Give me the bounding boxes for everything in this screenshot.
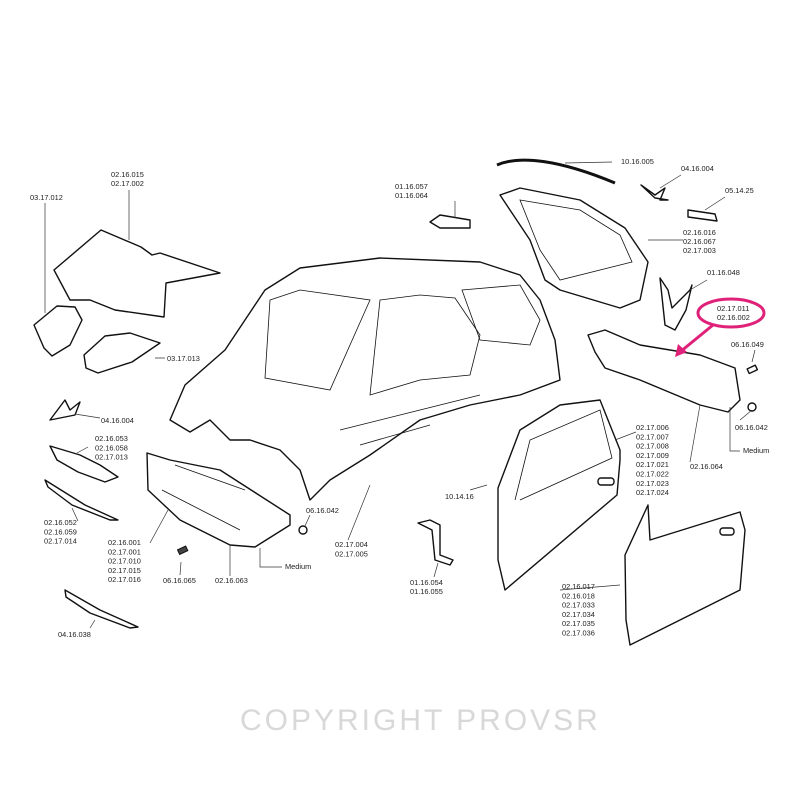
body-shell-part[interactable] (169, 257, 561, 501)
callout-02-16-015[interactable]: 02.16.015 (111, 170, 144, 179)
tailgate-seal-part[interactable] (496, 158, 616, 185)
callout-01-16-057[interactable]: 01.16.057 (395, 182, 428, 191)
front-door-part[interactable] (624, 504, 746, 646)
callout-02-17-014[interactable]: 02.17.014 (44, 537, 77, 546)
callout-02-17-021[interactable]: 02.17.021 (636, 460, 669, 469)
bonnet-liner-part[interactable] (33, 305, 83, 357)
hinge-part[interactable] (429, 214, 471, 229)
callout-02-17-004[interactable]: 02.17.004 (335, 540, 368, 549)
bonnet-part[interactable] (53, 229, 221, 318)
callout-02-17-003[interactable]: 02.17.003 (683, 246, 716, 255)
callout-02-16-059[interactable]: 02.16.059 (44, 527, 77, 536)
rear-bumper-part[interactable] (587, 329, 741, 413)
callout-02-16-058[interactable]: 02.16.058 (95, 443, 128, 452)
front-screw-part[interactable] (176, 545, 189, 556)
callout-02-16-018[interactable]: 02.16.018 (562, 591, 595, 600)
callout-03-17-012[interactable]: 03.17.012 (30, 193, 63, 202)
callout-02-17-005[interactable]: 02.17.005 (335, 549, 368, 558)
callout-02-16-053[interactable]: 02.16.053 (95, 434, 128, 443)
highlight-circle (696, 297, 766, 329)
callout-06-16-042-rear[interactable]: 06.16.042 (735, 423, 768, 432)
callout-02-17-036[interactable]: 02.17.036 (562, 629, 595, 638)
bonnet-liner-small-part[interactable] (83, 332, 161, 374)
callout-01-16-055[interactable]: 01.16.055 (410, 587, 443, 596)
callout-02-16-002[interactable]: 02.16.002 (717, 313, 750, 322)
callout-10-16-005[interactable]: 10.16.005 (621, 157, 654, 166)
lower-grille-part[interactable] (44, 479, 119, 521)
rear-bracket-part[interactable] (659, 277, 693, 331)
callout-04-16-004-front[interactable]: 04.16.004 (101, 416, 134, 425)
grille-mesh-part[interactable] (64, 589, 139, 629)
upper-grille-part[interactable] (49, 445, 119, 483)
front-badge-part (49, 399, 81, 421)
callout-02-16-016[interactable]: 02.16.016 (683, 228, 716, 237)
callout-02-17-035[interactable]: 02.17.035 (562, 619, 595, 628)
callout-medium-front: Medium (285, 562, 311, 571)
highlight-arrow (679, 323, 714, 354)
front-door-callouts: 02.16.017 02.16.018 02.17.033 02.17.034 … (562, 582, 595, 638)
callout-02-17-022[interactable]: 02.17.022 (636, 470, 669, 479)
callout-02-17-034[interactable]: 02.17.034 (562, 610, 595, 619)
tailgate-part[interactable] (499, 187, 649, 309)
callout-02-17-016[interactable]: 02.17.016 (108, 575, 141, 584)
callout-02-17-010[interactable]: 02.17.010 (108, 557, 141, 566)
callout-02-17-015[interactable]: 02.17.015 (108, 566, 141, 575)
callout-04-16-038[interactable]: 04.16.038 (58, 630, 91, 639)
pad-part[interactable] (687, 209, 718, 222)
callout-02-17-001[interactable]: 02.17.001 (108, 547, 141, 556)
callout-06-16-042-front[interactable]: 06.16.042 (306, 506, 339, 515)
callout-02-16-064[interactable]: 02.16.064 (690, 462, 723, 471)
callout-02-17-013[interactable]: 02.17.013 (95, 453, 128, 462)
callout-02-17-007[interactable]: 02.17.007 (636, 432, 669, 441)
callout-02-17-011[interactable]: 02.17.011 (717, 304, 749, 313)
front-bumper-part[interactable] (146, 452, 291, 548)
callout-02-17-002[interactable]: 02.17.002 (111, 179, 144, 188)
callout-02-16-052[interactable]: 02.16.052 (44, 518, 77, 527)
rear-door-callouts: 02.17.006 02.17.007 02.17.008 02.17.009 … (636, 423, 669, 497)
callout-06-16-065[interactable]: 06.16.065 (163, 576, 196, 585)
callout-02-17-008[interactable]: 02.17.008 (636, 442, 669, 451)
callout-03-17-013[interactable]: 03.17.013 (167, 354, 200, 363)
callout-01-16-048[interactable]: 01.16.048 (707, 268, 740, 277)
callout-medium-rear: Medium (743, 446, 769, 455)
callout-04-16-004-rear[interactable]: 04.16.004 (681, 164, 714, 173)
rear-clip-part[interactable] (747, 402, 757, 412)
rear-screw-part[interactable] (746, 364, 759, 375)
callout-01-16-054[interactable]: 01.16.054 (410, 578, 443, 587)
callout-01-16-064[interactable]: 01.16.064 (395, 191, 428, 200)
callout-02-16-067[interactable]: 02.16.067 (683, 237, 716, 246)
callout-02-16-063[interactable]: 02.16.063 (215, 576, 248, 585)
callout-10-14-16[interactable]: 10.14.16 (445, 492, 474, 501)
watermark-text: COPYRIGHT PROVSR (240, 704, 601, 737)
callout-02-17-023[interactable]: 02.17.023 (636, 479, 669, 488)
door-bracket-part[interactable] (417, 519, 454, 566)
callout-05-14-25[interactable]: 05.14.25 (725, 186, 754, 195)
callout-06-16-049[interactable]: 06.16.049 (731, 340, 764, 349)
callout-02-16-001[interactable]: 02.16.001 (108, 538, 141, 547)
callout-02-17-009[interactable]: 02.17.009 (636, 451, 669, 460)
callout-02-17-024[interactable]: 02.17.024 (636, 488, 669, 497)
callout-02-16-017[interactable]: 02.16.017 (562, 582, 595, 591)
front-clip-part[interactable] (298, 525, 308, 535)
callout-02-17-033[interactable]: 02.17.033 (562, 601, 595, 610)
callout-02-17-006[interactable]: 02.17.006 (636, 423, 669, 432)
rear-badge-part (640, 184, 669, 201)
